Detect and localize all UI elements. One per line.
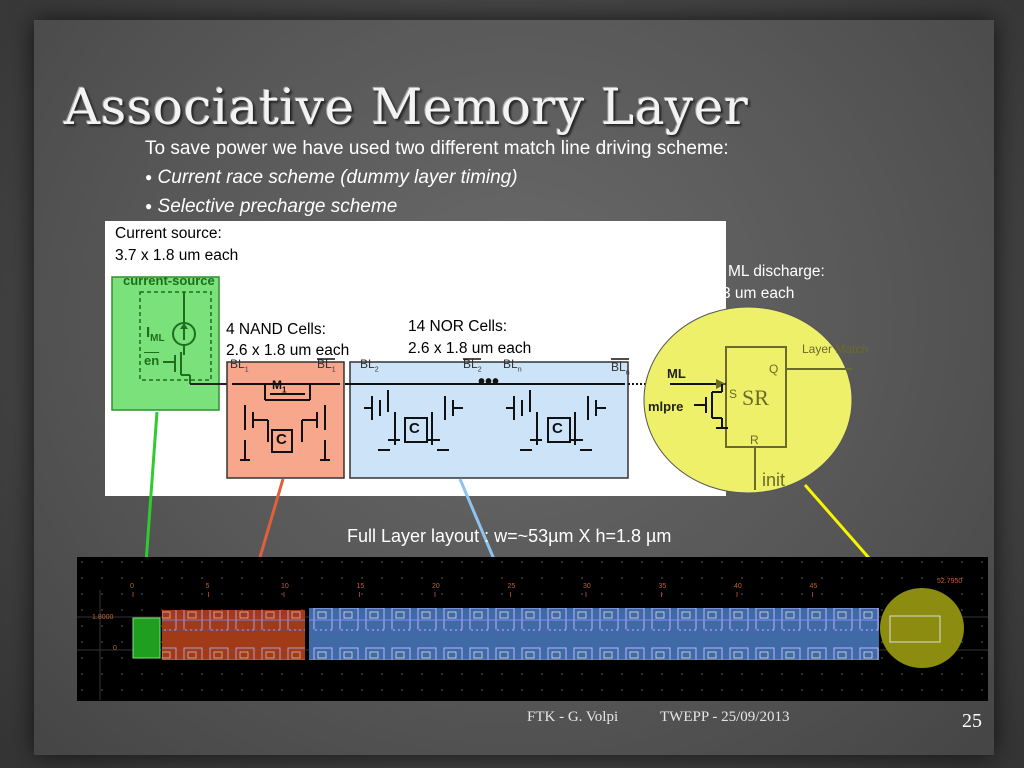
layout-x-tick: 30 xyxy=(583,583,591,590)
current-source-block xyxy=(111,276,220,411)
r-label: R xyxy=(750,433,759,447)
layout-x-tick: 35 xyxy=(658,583,667,590)
layout-x-tick: 40 xyxy=(734,583,742,590)
bl-bar-label-n: BLn xyxy=(611,360,630,376)
m1-sub: 1 xyxy=(282,385,287,395)
bullet-icon: ● xyxy=(145,170,153,184)
bl-sub: 2 xyxy=(374,366,379,374)
layout-x-tick: 0 xyxy=(130,583,134,590)
bullet-1: ● Current race scheme (dummy layer timin… xyxy=(145,163,729,192)
bullet-2-text: Selective precharge scheme xyxy=(157,196,398,217)
init-label: init xyxy=(762,470,786,490)
layout-sr xyxy=(880,588,964,668)
bl-base: BL xyxy=(360,357,375,371)
page-number: 25 xyxy=(962,710,982,732)
current-source-note-line1: Current source: xyxy=(115,225,222,242)
layout-y-zero: 0 xyxy=(113,645,117,652)
bl-sub: n xyxy=(517,366,522,374)
footer-author: FTK - G. Volpi xyxy=(527,709,619,725)
layout-current-source xyxy=(132,617,161,659)
bl-base: BL xyxy=(463,357,478,371)
bullet-icon: ● xyxy=(145,199,153,213)
bl-label-1: BL1 xyxy=(230,357,249,373)
sr-label: SR xyxy=(742,385,769,410)
bullet-2: ● Selective precharge scheme xyxy=(145,192,729,221)
nand-note-line1: 4 NAND Cells: xyxy=(226,321,326,338)
nor-cap-label-1: C xyxy=(409,420,420,437)
ml-discharge-note-line1: ML discharge: xyxy=(728,263,825,280)
mlpre-label: mlpre xyxy=(648,399,684,414)
layout-x-tick: 45 xyxy=(809,583,818,590)
ml-label: ML xyxy=(667,366,686,381)
layout-x-tick: 25 xyxy=(507,583,516,590)
current-source-note-line2: 3.7 x 1.8 um each xyxy=(115,247,239,264)
layout-x-tick: 5 xyxy=(205,583,210,590)
layout-x-tick: 10 xyxy=(281,583,289,590)
bl-sub: 1 xyxy=(331,366,336,374)
footer-event: TWEPP - 25/09/2013 xyxy=(660,709,790,725)
layer-match-label: Layer Match xyxy=(802,342,869,356)
nor-cell-2 xyxy=(506,390,606,451)
ml-discharge-note-line2: 3 um each xyxy=(722,285,795,302)
bl-sub: n xyxy=(625,369,630,377)
nor-note-line2: 2.6 x 1.8 um each xyxy=(408,340,532,357)
nor-block xyxy=(349,361,629,479)
bl-bar-label-1: BL1 xyxy=(317,357,336,373)
s-label: S xyxy=(729,387,738,401)
current-source-dashed xyxy=(139,291,212,381)
nor-cap-label-2: C xyxy=(552,420,563,437)
q-label: Q xyxy=(769,362,779,376)
en-label: en xyxy=(144,353,160,368)
bl-base: BL xyxy=(230,357,245,371)
layout-y-top: 1.8000 xyxy=(92,614,114,621)
nand-cap-label: C xyxy=(276,431,287,448)
m1-label: M1 xyxy=(272,378,286,394)
iml-label: IML xyxy=(146,324,165,344)
iml-base: I xyxy=(146,324,151,341)
layout-x-tick: 15 xyxy=(356,583,365,590)
bl-base: BL xyxy=(317,357,332,371)
layout-caption: Full Layer layout : w=~53µm X h=1.8 µm xyxy=(347,526,672,546)
ml-discharge-circle xyxy=(643,306,853,494)
slide-title: Associative Memory Layer xyxy=(64,78,749,136)
intro-line: To save power we have used two different… xyxy=(145,138,729,159)
bl-sub: 1 xyxy=(244,366,249,374)
bl-label-2: BL2 xyxy=(360,357,379,373)
layout-x-end: 52.7950 xyxy=(937,578,963,585)
nor-ellipsis: ••• xyxy=(478,371,499,393)
nor-note-line1: 14 NOR Cells: xyxy=(408,318,508,335)
nor-cell-1 xyxy=(345,383,625,451)
bl-bar-label-2: BL2 xyxy=(463,357,482,373)
m1-base: M xyxy=(272,378,282,392)
bullet-1-text: Current race scheme (dummy layer timing) xyxy=(157,167,518,188)
bl-label-n: BLn xyxy=(503,357,522,373)
nand-transistors xyxy=(232,383,340,461)
bl-base: BL xyxy=(503,357,518,371)
layout-x-tick: 20 xyxy=(432,583,440,590)
iml-sub: ML xyxy=(150,333,165,344)
nand-note-line2: 2.6 x 1.8 um each xyxy=(226,342,350,359)
bl-sub: 2 xyxy=(477,366,482,374)
current-source-label: current-source xyxy=(123,273,215,288)
bl-base: BL xyxy=(611,360,626,374)
intro-text: To save power we have used two different… xyxy=(145,135,729,221)
